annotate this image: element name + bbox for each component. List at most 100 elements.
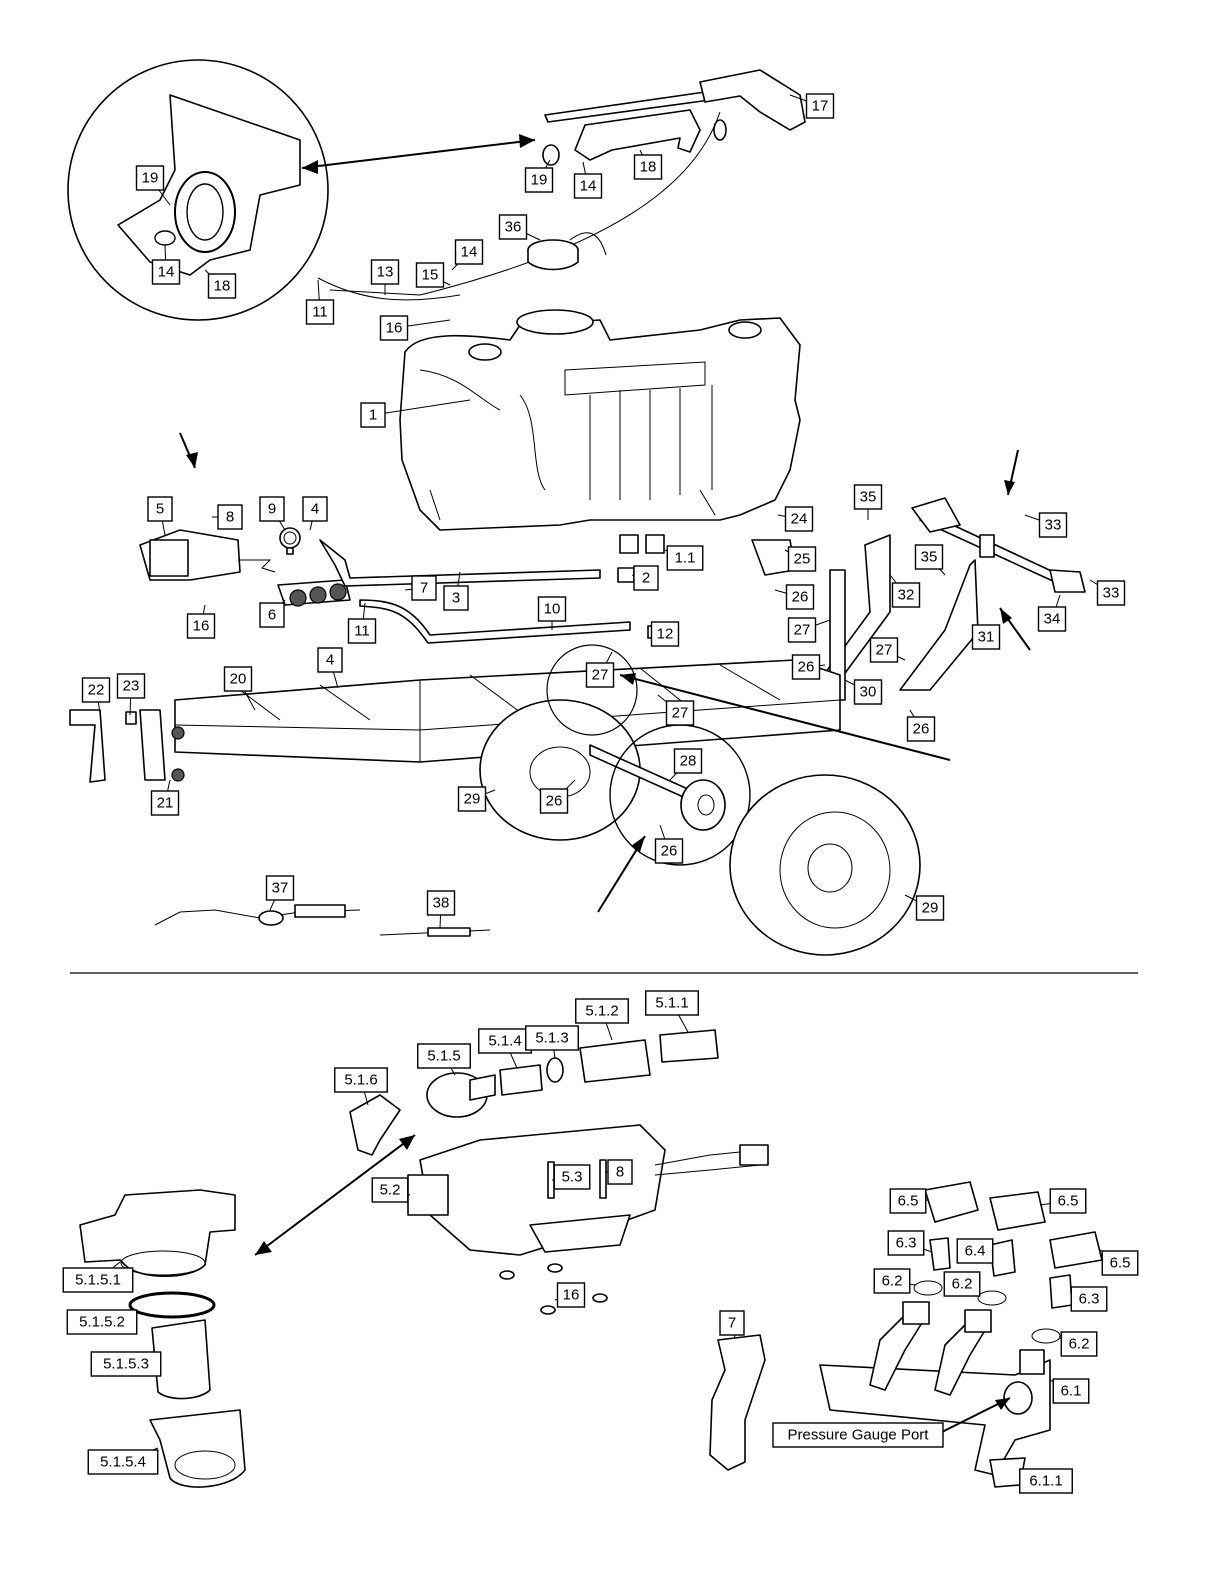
callout-number: 9	[268, 501, 276, 518]
callout-box	[787, 546, 817, 572]
callout-33: 33	[1038, 512, 1068, 538]
callout-5-3: 5.3	[553, 1164, 591, 1190]
callout-number: 27	[794, 622, 811, 639]
callout-box	[971, 624, 1001, 650]
detail-circle-27	[546, 644, 638, 736]
callout-5-1-5-3: 5.1.5.3	[90, 1351, 162, 1377]
callout-number: 6.3	[896, 1235, 917, 1252]
callout-number: 6.5	[898, 1193, 919, 1210]
callout-number: 1.1	[675, 550, 696, 567]
callout-box	[305, 299, 335, 325]
callout-6: 6	[259, 602, 285, 628]
callout-box	[665, 700, 695, 726]
callout-6-2: 6.2	[1060, 1331, 1098, 1357]
callout-7: 7	[719, 1310, 745, 1336]
pump-detail	[407, 1124, 769, 1315]
callout-box	[81, 677, 111, 703]
filler-cap	[527, 232, 607, 271]
callout-32: 32	[891, 582, 921, 608]
callout-box	[265, 875, 295, 901]
callout-box	[334, 1067, 388, 1093]
detail-arrow	[301, 139, 536, 169]
callout-box	[478, 1028, 532, 1054]
callout-number: 16	[386, 320, 403, 337]
callout-box	[853, 484, 883, 510]
callout-box	[116, 673, 146, 699]
callout-14: 14	[454, 239, 484, 265]
callout-box	[787, 617, 817, 643]
callout-box	[524, 167, 554, 193]
trailer-frame	[69, 659, 841, 783]
callout-number: 23	[123, 678, 140, 695]
callout-number: 3	[452, 590, 460, 607]
boom	[819, 497, 1086, 701]
wire-38	[379, 927, 491, 937]
callout-26: 26	[654, 838, 684, 864]
callout-30: 30	[853, 679, 883, 705]
spray-gun	[329, 69, 806, 296]
callout-box	[259, 602, 285, 628]
callout-box	[1070, 1286, 1108, 1312]
callout-5: 5	[147, 496, 173, 522]
callout-box	[784, 506, 814, 532]
callout-box	[573, 173, 603, 199]
callout-box	[805, 93, 835, 119]
callout-number: 13	[377, 264, 394, 281]
callout-number: 6.3	[1079, 1291, 1100, 1308]
callout-box	[498, 214, 528, 240]
callout-number: 6	[268, 607, 276, 624]
callout-number: 22	[88, 682, 105, 699]
callout-14: 14	[151, 259, 181, 285]
detail-arrow-2	[254, 1134, 416, 1256]
callout-box	[147, 496, 173, 522]
callout-1: 1	[360, 402, 386, 428]
callout-box	[539, 788, 569, 814]
callout-number: 15	[422, 267, 439, 284]
callout-box	[525, 1025, 579, 1051]
pressure-gauge	[279, 527, 301, 555]
callout-box	[633, 154, 663, 180]
callout-box	[1060, 1331, 1098, 1357]
callout-31: 31	[971, 624, 1001, 650]
callout-10: 10	[537, 596, 567, 622]
callout-box	[1038, 512, 1068, 538]
callout-1-1: 1.1	[666, 545, 704, 571]
callout-6-2: 6.2	[873, 1268, 911, 1294]
manifold	[277, 579, 351, 607]
callout-19: 19	[524, 167, 554, 193]
callout-number: 14	[461, 244, 478, 261]
callout-number: 26	[546, 793, 563, 810]
callout-33: 33	[1096, 580, 1126, 606]
callout-6-5: 6.5	[889, 1188, 927, 1214]
callout-box	[666, 545, 704, 571]
callout-box	[633, 565, 659, 591]
callout-36: 36	[498, 214, 528, 240]
callout-box	[87, 1449, 159, 1475]
callout-number: 33	[1045, 517, 1062, 534]
callout-box	[906, 716, 936, 742]
callout-box	[719, 1310, 745, 1336]
callout-18: 18	[207, 273, 237, 299]
callout-box	[869, 637, 899, 663]
callout-number: 16	[563, 1287, 580, 1304]
callout-19: 19	[135, 165, 165, 191]
callout-2: 2	[633, 565, 659, 591]
callout-number: 25	[794, 551, 811, 568]
callout-box	[943, 1271, 981, 1297]
callout-box	[426, 890, 456, 916]
callout-number: 5.1.5.2	[79, 1314, 125, 1331]
callout-box	[62, 1267, 134, 1293]
callout-number: 36	[505, 219, 522, 236]
callout-35: 35	[853, 484, 883, 510]
wheel-front	[729, 774, 921, 956]
callout-box	[443, 585, 469, 611]
hose-10	[359, 599, 631, 644]
callout-number: 5.1.5.3	[103, 1356, 149, 1373]
callout-number: 5.1.5	[427, 1048, 460, 1065]
callout-box	[956, 1238, 994, 1264]
callout-box	[1096, 580, 1126, 606]
callout-number: 30	[860, 684, 877, 701]
callout-28: 28	[673, 748, 703, 774]
callout-number: 5.1.5.4	[100, 1454, 146, 1471]
